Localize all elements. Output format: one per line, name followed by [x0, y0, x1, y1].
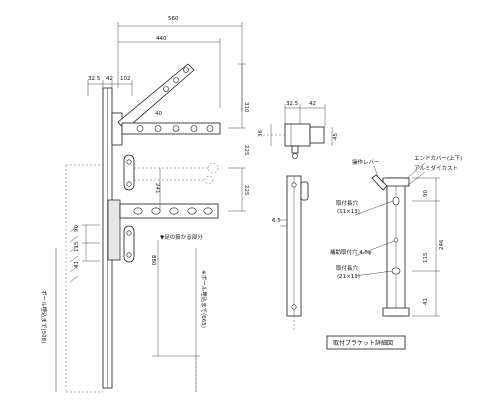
detail-top-dim-lines	[270, 104, 333, 146]
bracket-detail-caption: 取付ブラケット詳細図	[333, 339, 393, 347]
detail-dim-246: 246	[439, 239, 445, 250]
dim-225a: 225	[243, 145, 249, 156]
lower-mount-plate	[107, 199, 121, 261]
side-dim-lines	[280, 219, 287, 227]
dim-241: 241	[154, 183, 160, 194]
upper-mount-folded	[111, 112, 123, 146]
middle-mount	[123, 154, 135, 191]
mount-hole-b-label: 取付長穴	[336, 264, 359, 272]
dim-42: 42	[106, 76, 113, 82]
pole-inner-left-label: ポール埋込まで(508)	[40, 290, 48, 343]
dim-225b: 225	[243, 185, 249, 196]
right-dim-lines	[159, 63, 246, 212]
end-cover-label: エンドカバー(上下)	[414, 154, 462, 162]
middle-mount-hole-top	[126, 159, 132, 165]
arm-dashed-end-2	[204, 175, 214, 185]
main-assembly-view: 560 440 32.5 42 102 40 310 225 241 225 9…	[40, 16, 249, 393]
bracket-detail-caption-box	[326, 335, 406, 350]
aux-mount-hole-label: 補助取付穴 4.5φ	[330, 248, 372, 256]
bracket-detail-view: 32.5 42 36 45 6.5	[258, 101, 462, 350]
detail-dim-115: 115	[423, 252, 429, 263]
detail-dim-41: 41	[423, 298, 429, 305]
dim-32-5: 32.5	[88, 76, 101, 82]
lower-mount	[123, 225, 135, 263]
arm-dashed-end	[207, 162, 219, 174]
front-dim-lines	[412, 177, 440, 317]
bracket-top-view	[263, 123, 325, 159]
front-leader-lines	[354, 162, 426, 277]
wall-outline	[65, 164, 103, 393]
dim-90: 90	[74, 225, 80, 232]
dim-880: 880	[150, 255, 156, 266]
lower-mount-hole-top	[126, 230, 132, 236]
mount-hole-a-label: 取付長穴	[336, 199, 359, 207]
dim-40: 40	[155, 111, 162, 117]
bracket-front-view	[371, 174, 410, 317]
dim-310: 310	[243, 102, 249, 113]
mount-hole-a-size: (11×13)	[337, 209, 360, 215]
detail-dim-45: 45	[333, 133, 339, 140]
lower-mount-hole-bottom	[126, 252, 132, 258]
pole-inner-right-label: ※ポール埋込まで(665)	[200, 270, 208, 328]
bracket-side-view	[286, 175, 309, 330]
wall-hatch	[69, 225, 79, 283]
detail-dim-6-5: 6.5	[272, 218, 281, 224]
mount-hole-b-size: (21×11)	[337, 274, 360, 280]
dim-102: 102	[120, 76, 131, 82]
top-dim-lines	[87, 22, 243, 112]
aluminum-die-cast-label: アルミダイカスト	[414, 164, 458, 172]
arm-horizontal-bottom	[119, 203, 219, 219]
dim-41: 41	[74, 261, 80, 268]
left-dim-lines	[82, 224, 100, 262]
detail-dim-32-5: 32.5	[286, 101, 299, 107]
arm-horizontal-top	[121, 122, 221, 135]
dim-115: 115	[74, 241, 80, 252]
detail-dim-42: 42	[309, 101, 316, 107]
operation-lever-label: 操作レバー	[352, 158, 380, 166]
dim-440: 440	[156, 36, 167, 42]
foot-clearance-label: ▼足の掛かる部分	[160, 233, 203, 241]
middle-mount-hole-bottom	[126, 181, 132, 187]
arm-folded-up	[117, 63, 195, 131]
detail-dim-90: 90	[423, 190, 429, 197]
detail-dim-36: 36	[258, 130, 264, 137]
dim-560: 560	[168, 16, 179, 22]
